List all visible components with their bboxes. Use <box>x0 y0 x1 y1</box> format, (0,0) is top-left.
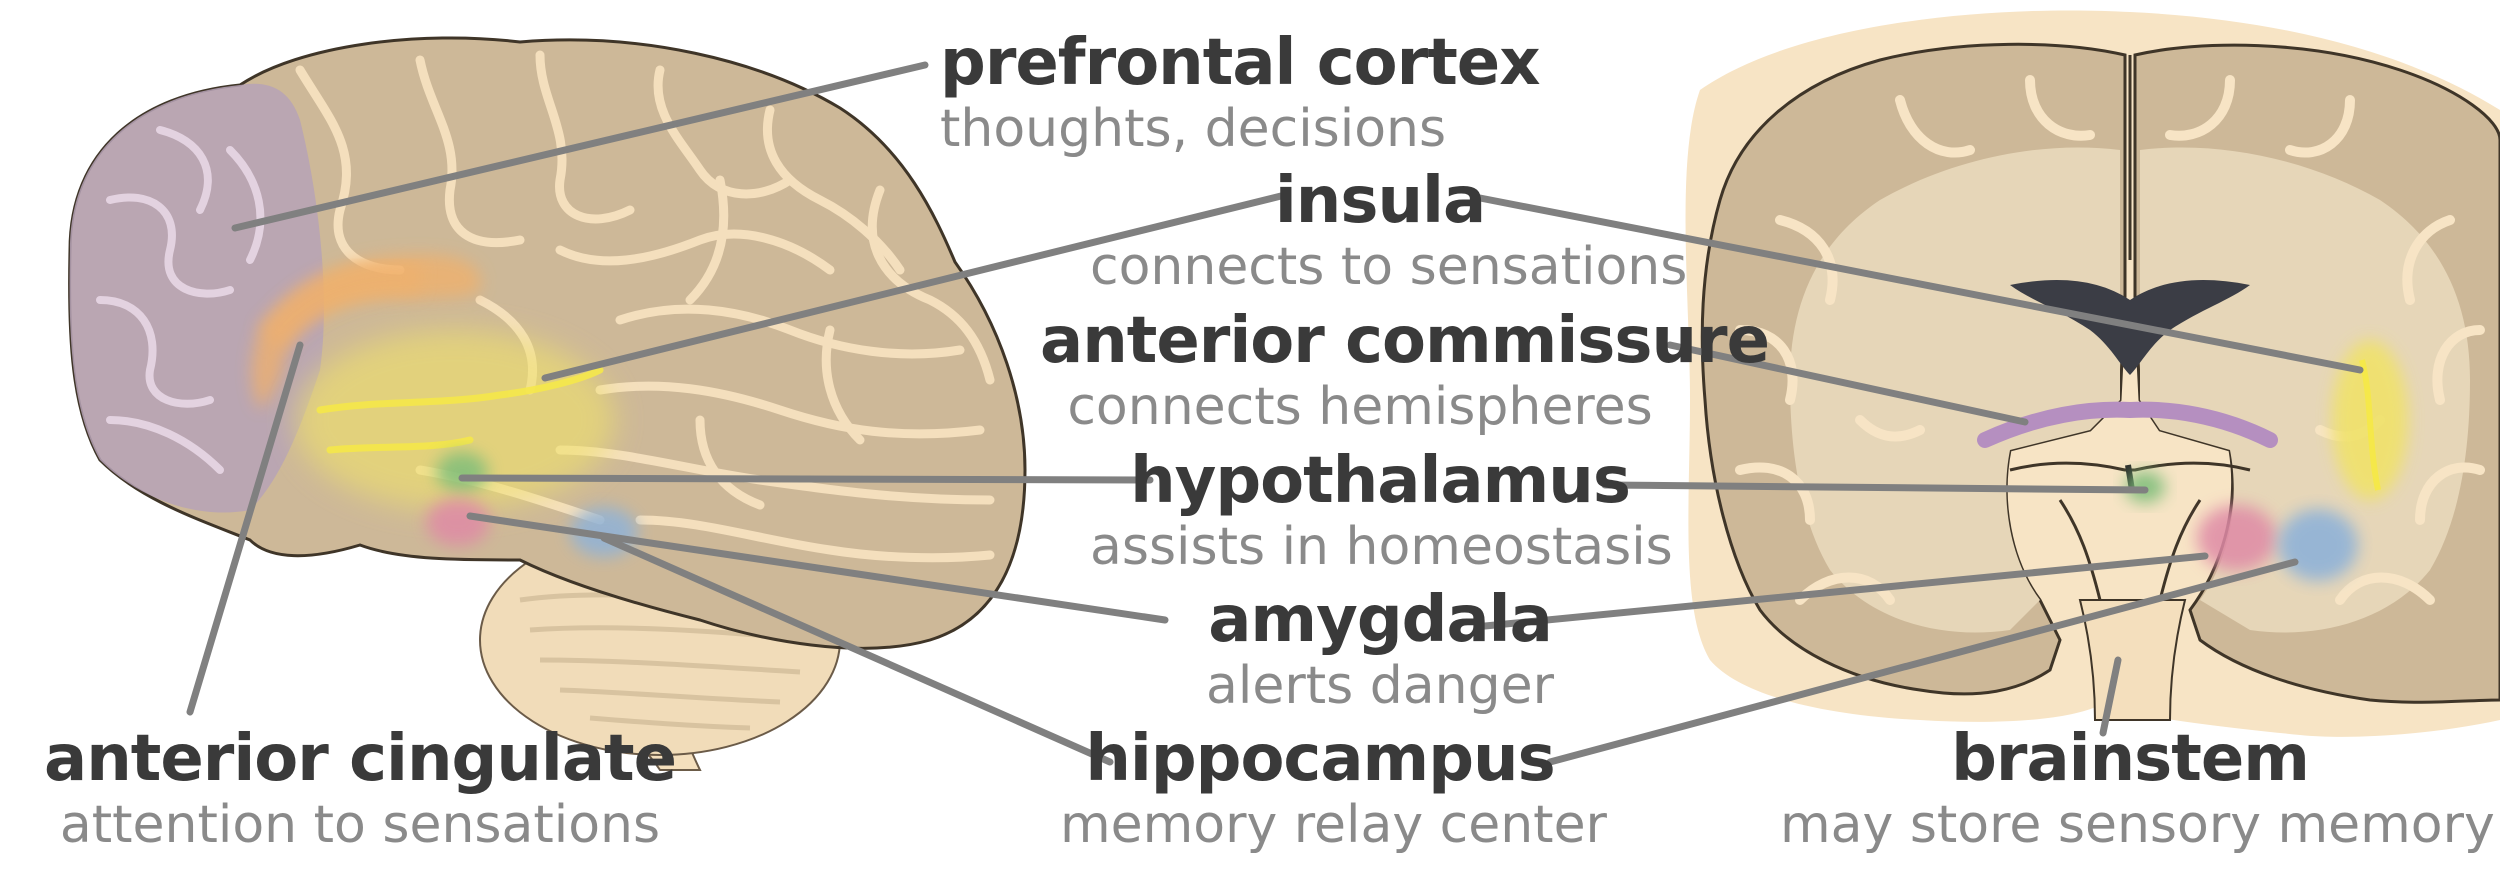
brainstem-desc: may store sensory memory <box>1780 794 2480 856</box>
hippocampus-title: hippocampus <box>1060 724 1580 794</box>
label-brainstem: brainstem may store sensory memory <box>1780 724 2480 856</box>
insula-desc: connects to sensations <box>1090 236 1670 298</box>
leader-hypothalamus-coronal <box>1605 485 2145 490</box>
leader-hypothalamus-sagittal <box>462 478 1150 480</box>
amygdala-title: amygdala <box>1130 585 1630 655</box>
insula-title: insula <box>1090 166 1670 236</box>
label-amygdala: amygdala alerts danger <box>1130 585 1630 717</box>
label-anterior-cingulate: anterior cingulate attention to sensatio… <box>40 724 680 856</box>
label-insula: insula connects to sensations <box>1090 166 1670 298</box>
prefrontal-cortex-desc: thoughts, decisions <box>940 98 1440 160</box>
prefrontal-cortex-title: prefrontal cortex <box>940 28 1440 98</box>
coronal-amygdala <box>2197 505 2277 571</box>
brainstem-title: brainstem <box>1780 724 2480 794</box>
anterior-commissure-desc: connects hemispheres <box>1040 376 1680 438</box>
hippocampus-desc: memory relay center <box>1060 794 1580 856</box>
anterior-commissure-title: anterior commissure <box>1040 306 1680 376</box>
label-hypothalamus: hypothalamus assists in homeostasis <box>1090 446 1670 578</box>
amygdala-desc: alerts danger <box>1130 655 1630 717</box>
coronal-hippocampus <box>2278 509 2358 581</box>
sagittal-amygdala <box>426 498 490 546</box>
label-hippocampus: hippocampus memory relay center <box>1060 724 1580 856</box>
anterior-cingulate-desc: attention to sensations <box>40 794 680 856</box>
label-prefrontal-cortex: prefrontal cortex thoughts, decisions <box>940 28 1440 160</box>
label-anterior-commissure: anterior commissure connects hemispheres <box>1040 306 1680 438</box>
sagittal-hypothalamus <box>436 452 488 492</box>
anterior-cingulate-title: anterior cingulate <box>40 724 680 794</box>
hypothalamus-desc: assists in homeostasis <box>1090 516 1670 578</box>
hypothalamus-title: hypothalamus <box>1090 446 1670 516</box>
